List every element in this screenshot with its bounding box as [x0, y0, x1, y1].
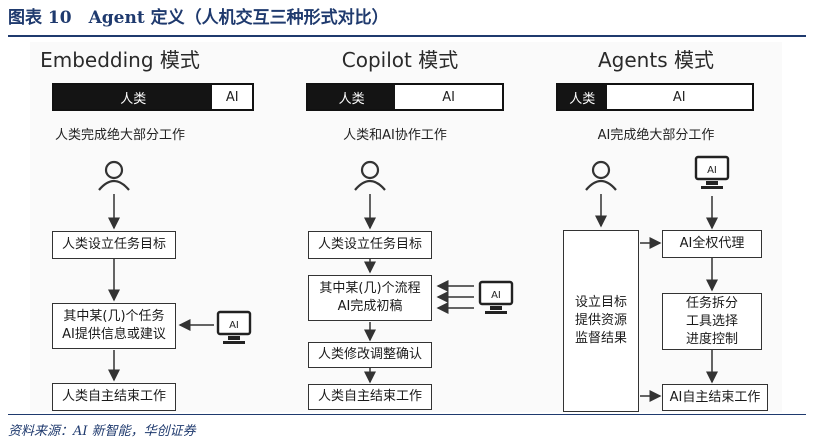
step-text: 人类自主结束工作 — [317, 389, 422, 404]
computer-icon: AI — [478, 280, 514, 314]
share-bar-ai: AI — [395, 85, 502, 109]
figure-source: 资料来源：AI 新智能，华创证券 — [8, 424, 196, 439]
person-icon — [585, 160, 617, 191]
share-bar-embedding: 人类 AI — [52, 83, 254, 111]
mode-title-embedding: Embedding 模式 — [40, 48, 200, 72]
share-bar-ai: AI — [212, 85, 252, 109]
bottom-rule — [8, 414, 806, 415]
step-human-finish: 人类自主结束工作 — [308, 384, 432, 410]
svg-text:AI: AI — [707, 165, 717, 176]
person-icon — [98, 160, 130, 191]
step-text: AI全权代理 — [679, 236, 745, 251]
mode-subtitle-agents: AI完成绝大部分工作 — [597, 128, 715, 143]
person-icon — [354, 160, 386, 191]
human-supervise-box: 设立目标 提供资源 监督结果 — [563, 230, 639, 412]
svg-text:AI: AI — [491, 290, 501, 301]
computer-icon: AI — [216, 310, 252, 344]
figure-title: 图表 10 Agent 定义（人机交互三种形式对比） — [8, 8, 389, 28]
mode-subtitle-copilot: 人类和AI协作工作 — [343, 128, 447, 143]
step-text: 其中某(几)个任务 AI提供信息或建议 — [62, 309, 166, 342]
step-set-goal: 人类设立任务目标 — [52, 231, 176, 259]
step-text: 任务拆分 工具选择 进度控制 — [685, 295, 738, 347]
computer-icon: AI — [694, 155, 730, 189]
step-text: 人类修改调整确认 — [317, 347, 422, 362]
svg-text:AI: AI — [229, 320, 239, 331]
share-bar-copilot: 人类 AI — [306, 83, 504, 111]
step-text: 人类自主结束工作 — [61, 389, 166, 404]
step-text: 人类设立任务目标 — [317, 237, 422, 252]
mode-subtitle-embedding: 人类完成绝大部分工作 — [54, 128, 185, 143]
step-text: AI自主结束工作 — [669, 389, 761, 405]
step-ai-finish: AI自主结束工作 — [662, 384, 768, 411]
step-text: 人类设立任务目标 — [61, 237, 166, 252]
step-human-finish: 人类自主结束工作 — [52, 383, 176, 411]
step-set-goal: 人类设立任务目标 — [308, 231, 432, 259]
human-role-text: 设立目标 提供资源 监督结果 — [574, 295, 627, 346]
step-text: 其中某(几)个流程 AI完成初稿 — [319, 281, 421, 314]
top-rule — [8, 35, 806, 37]
share-bar-human: 人类 — [308, 85, 396, 109]
share-bar-human: 人类 — [54, 85, 213, 109]
share-bar-human: 人类 — [558, 85, 607, 109]
step-ai-plan: 任务拆分 工具选择 进度控制 — [662, 293, 762, 350]
step-ai-suggest: 其中某(几)个任务 AI提供信息或建议 — [52, 303, 176, 349]
mode-title-copilot: Copilot 模式 — [341, 48, 459, 72]
step-ai-draft: 其中某(几)个流程 AI完成初稿 — [308, 275, 432, 321]
share-bar-agents: 人类 AI — [556, 83, 754, 111]
mode-title-agents: Agents 模式 — [598, 48, 714, 72]
step-human-review: 人类修改调整确认 — [308, 342, 432, 368]
share-bar-ai: AI — [606, 85, 752, 109]
step-ai-agent: AI全权代理 — [662, 230, 762, 258]
